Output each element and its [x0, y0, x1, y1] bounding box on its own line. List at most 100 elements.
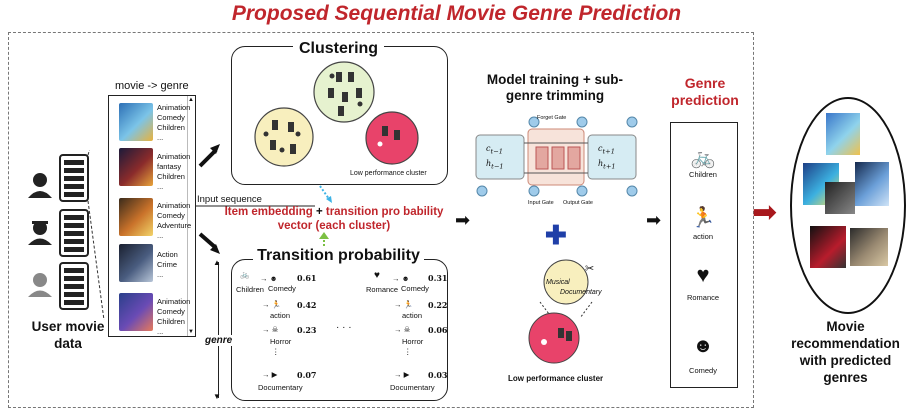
movie-poster [855, 162, 889, 206]
right-arrow-icon: ➡ [455, 210, 471, 230]
scroll-down-icon[interactable]: ▼ [188, 329, 194, 335]
next-state-labels: ct+1 ht+1 [598, 144, 616, 171]
heart-icon: ♥ [696, 262, 710, 287]
runner-icon: 🏃 [271, 300, 281, 309]
axis-arrow-down-icon: ▼ [213, 392, 221, 401]
transition-edge: → 🏃 [394, 300, 413, 309]
bicycle-icon: 🚲 [240, 270, 250, 279]
lstm-cell-prev [475, 134, 525, 180]
subgenre-circle [543, 259, 589, 305]
genre-axis-label: genre [205, 335, 233, 346]
movie-poster [826, 113, 860, 155]
input-sequence-label: Input sequence [197, 194, 262, 205]
transition-probability: 0.03 [428, 370, 448, 380]
predicted-genre: Comedy [689, 366, 717, 375]
transition-edge: → ☠ [394, 325, 411, 334]
documentary-icon: ▶ [403, 370, 410, 379]
face-icon: ☻ [401, 274, 410, 283]
predicted-genre: Romance [686, 293, 720, 302]
movie-poster [825, 182, 855, 214]
clusters-graphic [254, 61, 419, 167]
transition-probability: 0.61 [297, 273, 317, 283]
heart-icon: ♥ [374, 270, 380, 281]
transition-title-wrap: Transition probability [231, 247, 446, 265]
movie-poster [810, 226, 846, 268]
transition-probability: 0.07 [297, 370, 317, 380]
transition-edge: → ☠ [262, 325, 279, 334]
transition-probability: 0.42 [297, 300, 317, 310]
input-gate-label: Input Gate [528, 200, 554, 206]
source-genre-label: Romance [366, 285, 399, 294]
transition-edge: → ▶ [262, 370, 278, 379]
documentary-icon: ▶ [271, 370, 278, 379]
plus-icon: ✚ [545, 220, 567, 250]
predicted-genre: Children [689, 170, 717, 179]
embedding-arrow-icon [319, 185, 332, 203]
vertical-ellipsis: ⋮ [404, 347, 412, 356]
skull-icon: ☠ [403, 325, 411, 334]
trim-documentary-label: Documentary [560, 289, 602, 296]
movie-poster [119, 148, 153, 186]
horizontal-ellipsis: · · · [336, 322, 352, 333]
transition-edge: → ☻ [260, 274, 278, 283]
flow-arrows [198, 144, 220, 254]
target-genre-label: Documentary [258, 383, 303, 392]
movie-genre-mapping-label: movie -> genre [115, 80, 189, 92]
user-icon [28, 221, 52, 245]
transition-edge: → 🏃 [262, 300, 281, 309]
genre-prediction-title: Genre prediction [671, 75, 739, 108]
face-icon: ☻ [269, 274, 278, 283]
movie-poster [119, 244, 153, 282]
users-graphic [28, 150, 105, 320]
low-performance-cluster-label: Low performance cluster [508, 374, 604, 383]
transition-edge: → ▶ [394, 370, 410, 379]
cluster-red [365, 111, 419, 165]
vertical-ellipsis: ⋮ [272, 347, 280, 356]
transition-probability: 0.23 [297, 325, 317, 335]
runner-icon: 🏃 [403, 300, 413, 309]
clustering-title: Clustering [292, 40, 385, 57]
transition-source: 🚲 [240, 270, 249, 279]
target-genre-label: Horror [402, 337, 424, 346]
output-gate-label: Output Gate [563, 200, 593, 206]
movie-poster [119, 293, 153, 331]
scissors-icon: ✂ [585, 263, 595, 275]
trim-musical-label: Musical [546, 279, 570, 286]
embedding-description: Item embedding + transition pro bability… [224, 206, 444, 232]
low-performance-cluster [528, 312, 580, 364]
input-sequence-line [195, 205, 315, 207]
lstm-cell-next [587, 134, 637, 180]
model-title: Model training + sub-genre trimming [486, 72, 624, 103]
transition-probability: 0.06 [428, 325, 448, 335]
movie-list-scrollbar[interactable]: ▲ ▼ [187, 96, 195, 336]
transition-probability: 0.31 [428, 273, 448, 283]
target-genre-label: Horror [270, 337, 292, 346]
right-arrow-icon: ➡ [646, 210, 662, 230]
movie-poster [119, 198, 153, 236]
genre-axis [218, 262, 221, 398]
low-performance-cluster-label: Low performance cluster [350, 170, 427, 177]
source-genre-label: Children [236, 285, 264, 294]
target-genre-label: Documentary [390, 383, 435, 392]
movie-poster [850, 228, 888, 266]
user-movie-data-label: User movie data [31, 319, 105, 351]
user-icon [28, 173, 52, 198]
forget-gate-label: Forget Gate [537, 115, 567, 121]
bicycle-icon: 🚲 [690, 147, 716, 169]
transition-probability: 0.22 [428, 300, 448, 310]
sequence-stack [59, 262, 89, 310]
clustering-title-wrap: Clustering [231, 40, 446, 58]
sequence-stack [59, 209, 89, 257]
target-genre-label: action [402, 311, 423, 320]
runner-icon: 🏃 [690, 207, 716, 229]
scroll-up-icon[interactable]: ▲ [188, 97, 194, 103]
clown-face-icon: ☻ [692, 335, 714, 357]
transition-title: Transition probability [253, 247, 424, 264]
target-genre-label: action [270, 311, 291, 320]
recommendation-label: Movie recommendation with predicted genr… [791, 319, 900, 385]
skull-icon: ☠ [271, 325, 279, 334]
trimming-graphic [528, 259, 593, 364]
transition-edge: → ☻ [392, 274, 410, 283]
red-arrow-icon: ➡ [752, 196, 778, 229]
